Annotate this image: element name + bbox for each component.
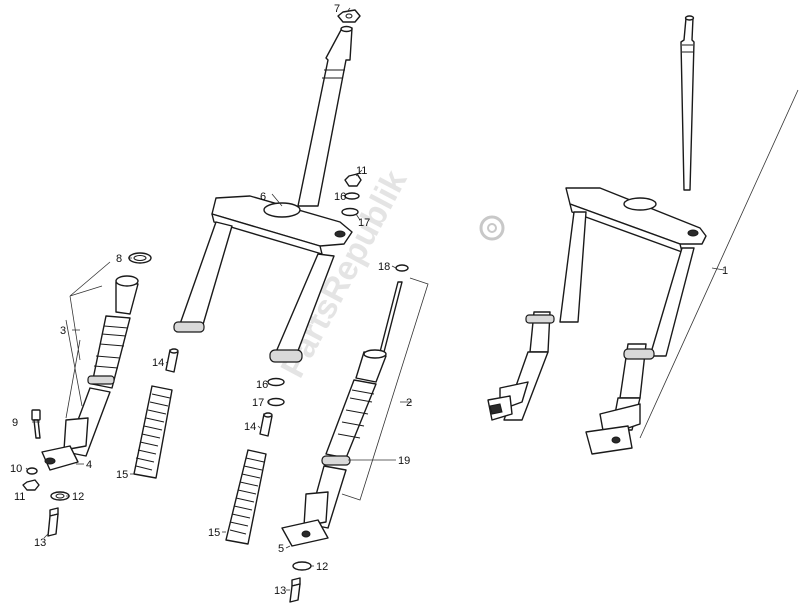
- left-slider-assembly: [22, 252, 152, 537]
- spring-set-right: [225, 377, 285, 545]
- callout-19: 19: [398, 455, 410, 467]
- callout-9: 9: [12, 417, 18, 429]
- fork-assembly-complete: [487, 15, 707, 455]
- washer-16-upper: [344, 192, 360, 200]
- washer-16-lower: [267, 377, 285, 387]
- callout-3: 3: [60, 325, 66, 337]
- washer-12-right: [292, 561, 312, 571]
- washer-17-upper: [341, 207, 359, 217]
- callout-7: 7: [334, 3, 340, 15]
- callout-5: 5: [278, 543, 284, 555]
- spring-15-lower: [225, 449, 267, 545]
- callout-4: 4: [86, 459, 92, 471]
- callout-10: 10: [10, 463, 22, 475]
- callout-15-lower: 15: [208, 527, 220, 539]
- bolt-9: [31, 409, 41, 421]
- callout-16-lower: 16: [256, 379, 268, 391]
- nut-11-lower: [22, 479, 40, 491]
- callout-13-right: 13: [274, 585, 286, 597]
- callout-18: 18: [378, 261, 390, 273]
- washer-10: [26, 467, 38, 475]
- leader-lines: [25, 7, 799, 591]
- nut-7: [337, 9, 361, 23]
- seal-8: [128, 252, 152, 264]
- callout-16-upper: 16: [334, 191, 346, 203]
- callout-14-lower: 14: [244, 421, 256, 433]
- washer-17-lower: [267, 397, 285, 407]
- callout-12-left: 12: [72, 491, 84, 503]
- seal-18: [395, 264, 409, 272]
- top-hardware: [341, 173, 409, 272]
- spring-15-upper: [133, 385, 173, 479]
- callout-13-left: 13: [34, 537, 46, 549]
- callout-6: 6: [260, 191, 266, 203]
- callout-8: 8: [116, 253, 122, 265]
- callout-14-upper: 14: [152, 357, 164, 369]
- watermark-gear-icon: [479, 215, 505, 241]
- callout-11-upper: 11: [356, 165, 367, 177]
- callout-1: 1: [722, 265, 728, 277]
- callout-15-upper: 15: [116, 469, 128, 481]
- callout-11-lower: 11: [14, 491, 25, 503]
- nut-11-upper: [344, 173, 362, 187]
- callout-2: 2: [406, 397, 412, 409]
- callout-labels: 1 2 3 4 5 6 7 8 9 10 11 11 12 12 13 13 1…: [10, 3, 728, 597]
- callout-12-right: 12: [316, 561, 328, 573]
- callout-17-lower: 17: [252, 397, 264, 409]
- right-slider-assembly: [281, 281, 403, 603]
- callout-17-upper: 17: [358, 217, 370, 229]
- fork-crown-with-tubes: [173, 9, 361, 363]
